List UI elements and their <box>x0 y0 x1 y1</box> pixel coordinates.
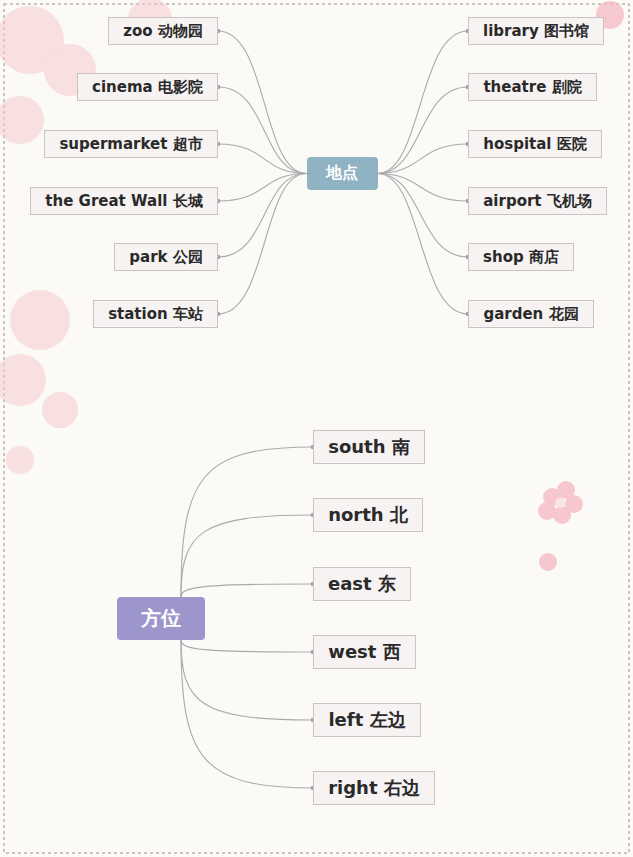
topic-box: right 右边 <box>313 771 435 805</box>
node-label: 地点 <box>326 163 358 184</box>
topic-box: supermarket 超市 <box>44 130 218 158</box>
blossom <box>0 0 172 474</box>
topic-box: hospital 医院 <box>468 130 602 158</box>
topic-box: north 北 <box>313 498 423 532</box>
node-label: east 东 <box>328 572 396 596</box>
branch-line <box>378 31 469 174</box>
topic-box: zoo 动物园 <box>108 17 218 45</box>
node-label: zoo 动物园 <box>123 22 203 41</box>
topic-box: theatre 剧院 <box>468 73 597 101</box>
topic-box: park 公园 <box>114 243 218 271</box>
branch-line <box>218 174 307 315</box>
node-label: west 西 <box>328 640 400 664</box>
branch-line <box>181 640 313 652</box>
topic-box: airport 飞机场 <box>468 187 607 215</box>
topic-box: garden 花园 <box>468 300 594 328</box>
branch-line <box>378 87 469 174</box>
node-label: theatre 剧院 <box>483 78 581 97</box>
branch-line <box>181 515 313 597</box>
topic-box: the Great Wall 长城 <box>30 187 218 215</box>
node-label: 方位 <box>141 605 181 632</box>
topic-box: east 东 <box>313 567 411 601</box>
node-label: supermarket 超市 <box>59 135 202 154</box>
topic-box: shop 商店 <box>468 243 574 271</box>
hub-box: 地点 <box>307 157 378 190</box>
branch-line <box>218 87 307 174</box>
topic-box: library 图书馆 <box>468 17 604 45</box>
node-label: library 图书馆 <box>483 22 589 41</box>
page-border <box>4 4 629 853</box>
topic-box: left 左边 <box>313 703 421 737</box>
branch-line <box>218 144 307 174</box>
node-label: station 车站 <box>108 305 203 324</box>
branch-line <box>378 144 469 174</box>
topic-box: south 南 <box>313 430 425 464</box>
node-label: cinema 电影院 <box>92 78 203 97</box>
branch-line <box>181 447 313 597</box>
branch-line <box>218 174 307 202</box>
node-label: hospital 医院 <box>483 135 586 154</box>
node-label: garden 花园 <box>483 305 578 324</box>
node-label: right 右边 <box>328 776 420 800</box>
node-label: south 南 <box>328 435 410 459</box>
topic-box: cinema 电影院 <box>77 73 218 101</box>
branch-line <box>378 174 469 258</box>
hub-box: 方位 <box>117 597 205 640</box>
node-label: airport 飞机场 <box>483 192 592 211</box>
branch-line <box>181 640 313 788</box>
branch-line <box>378 174 469 315</box>
branch-line <box>378 174 469 202</box>
node-label: left 左边 <box>328 708 405 732</box>
node-label: park 公园 <box>129 248 202 267</box>
branch-line <box>181 584 313 597</box>
topic-box: station 车站 <box>93 300 218 328</box>
topic-box: west 西 <box>313 635 416 669</box>
branch-line <box>218 174 307 258</box>
branch-line <box>181 640 313 720</box>
node-label: shop 商店 <box>483 248 559 267</box>
branch-line <box>218 31 307 174</box>
node-label: the Great Wall 长城 <box>45 192 202 211</box>
node-label: north 北 <box>328 503 408 527</box>
